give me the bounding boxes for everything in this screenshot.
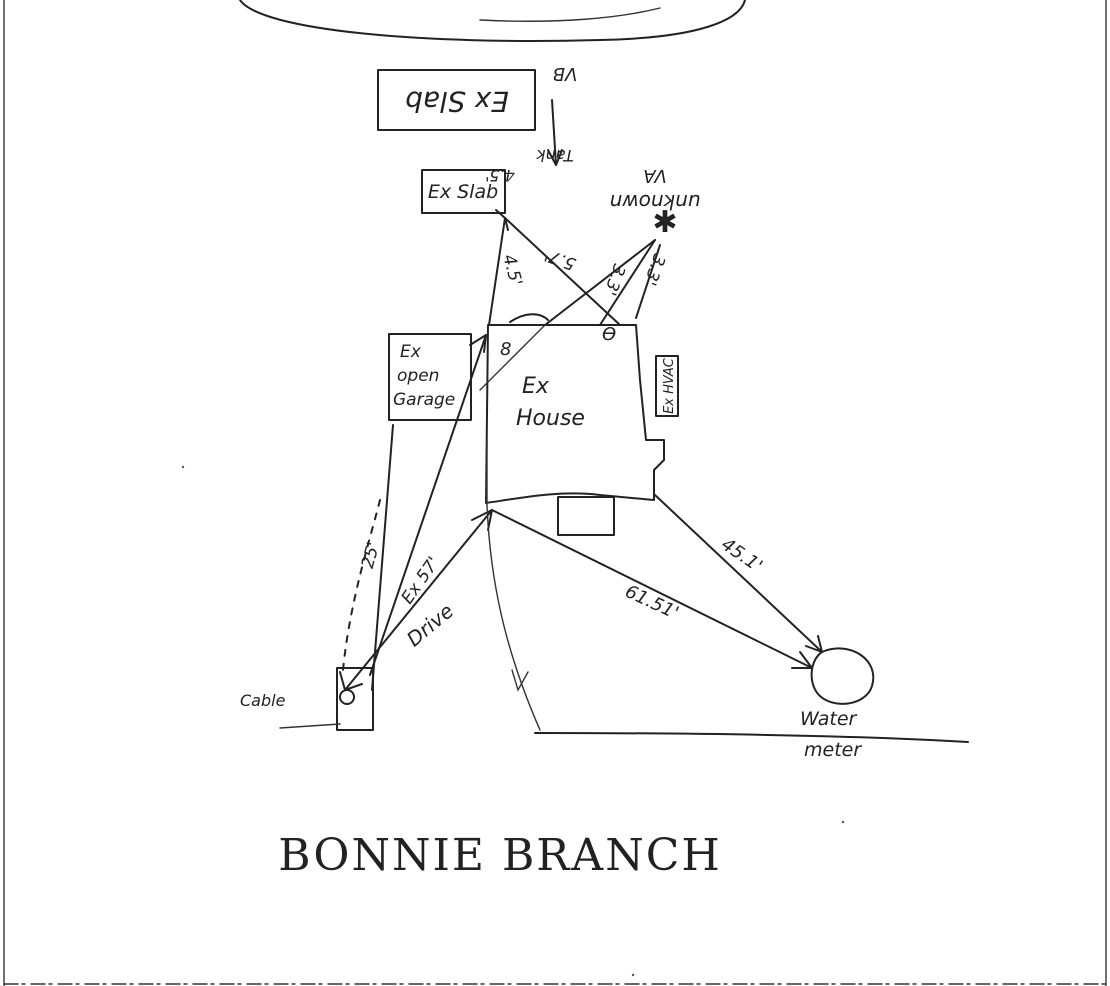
drive-edge — [486, 504, 541, 731]
stray-mark — [181, 465, 185, 469]
unknown-star-icon: ✱ — [652, 205, 677, 240]
garage-wall-extension — [371, 424, 394, 691]
ex-slab-top-box — [377, 69, 536, 131]
top-arc-inner — [479, 7, 661, 22]
water-meter-icon — [810, 647, 875, 705]
cable-diagonal — [369, 334, 487, 676]
drive-line — [344, 509, 493, 691]
cable-diagonal-arrow — [469, 334, 487, 353]
ex-house-label-1: Ex — [522, 374, 550, 399]
dim-33-label: 3.3' — [599, 261, 629, 298]
ex-hvac-label: Ex HVAC — [662, 357, 677, 414]
cable-label: Cable — [240, 691, 286, 710]
road-edge-line — [534, 732, 969, 743]
ex-slab-top-note: VB — [553, 63, 578, 84]
garage-label-3: Garage — [393, 390, 455, 410]
dim-unknown-left-ext — [479, 324, 546, 391]
unknown-label: unknown — [610, 190, 701, 214]
ex-slab-label: Ex Slab — [428, 181, 498, 203]
drive-label: Drive — [402, 599, 458, 652]
house-porch — [557, 496, 615, 536]
dim-25-dashed — [342, 499, 381, 671]
dim-25-label: 25' — [358, 540, 384, 571]
dim-57-label: 5.7' — [542, 244, 579, 274]
ex-slab-box — [421, 169, 506, 214]
dim-6151-label: 61.51' — [622, 581, 682, 624]
dim-unknown-left — [544, 239, 656, 326]
water-meter-label-1: Water — [800, 708, 858, 730]
dim-slab-left — [488, 217, 506, 326]
unknown-sub-label: VA — [643, 165, 666, 186]
dim-slab-arrow — [495, 209, 509, 231]
dim-451-label: 45.1' — [717, 534, 766, 577]
garage-label-1: Ex — [400, 342, 422, 362]
dim-slab-right — [504, 217, 621, 326]
ex-hvac-box — [655, 355, 679, 417]
cable-circle — [339, 689, 355, 705]
stray-mark — [631, 973, 635, 977]
house-corner-mark-left: 8 — [500, 339, 511, 360]
ex-drive-dim-label: Ex 57' — [398, 553, 445, 607]
ex-house-outline — [485, 324, 665, 504]
cable-lead-line — [279, 723, 341, 729]
water-meter-label-2: meter — [804, 739, 862, 761]
slab-dim-arrow — [547, 149, 563, 166]
dim-unknown-mid — [599, 239, 656, 326]
drive-edge-arrow — [511, 669, 529, 692]
ex-house-label-2: House — [516, 406, 585, 431]
cable-pedestal — [336, 667, 374, 731]
stray-mark — [841, 820, 845, 824]
top-arc — [239, 0, 746, 42]
dim-unknown-right — [635, 244, 661, 319]
dim-45-label: 4.5' — [498, 252, 526, 288]
dim-451-line — [654, 494, 823, 653]
dim-6151-line — [491, 509, 813, 669]
page-title: BONNIE BRANCH — [278, 830, 721, 881]
house-top-curve — [509, 313, 549, 323]
slab-dim-line — [551, 99, 557, 166]
garage-label-2: open — [397, 366, 439, 386]
ex-slab-top-label: Ex Slab — [405, 85, 509, 118]
house-corner-mark-right: Ѳ — [602, 324, 616, 345]
